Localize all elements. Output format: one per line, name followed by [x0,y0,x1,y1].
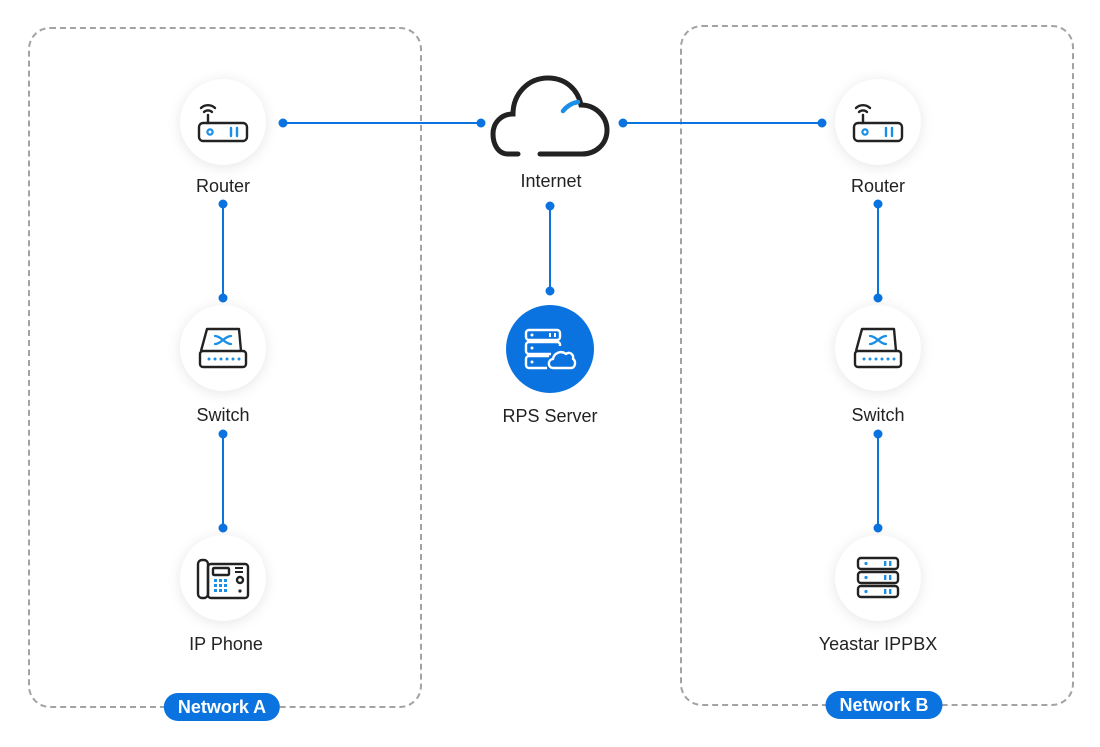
connection-router-a-internet [278,118,486,128]
switch-b-label: Switch [851,405,905,425]
server-rack-icon [856,556,900,599]
network-a-badge: Network A [163,693,281,721]
rps-server-label: RPS Server [502,406,598,426]
connection-router-a-switch-a [218,199,228,303]
connection-switch-b-ippbx-b [873,429,883,533]
network-b-badge: Network B [825,691,943,719]
switch-icon [198,327,248,369]
switch-b-node[interactable] [835,305,921,391]
ip-phone-a-label: IP Phone [189,634,263,654]
yeastar-ippbx-node[interactable] [835,535,921,621]
ip-phone-a-node[interactable] [180,535,266,621]
cloud-icon [490,75,610,157]
connection-internet-rps [545,201,555,296]
router-a-label: Router [195,176,251,196]
connection-internet-router-b [618,118,827,128]
switch-a-node[interactable] [180,305,266,391]
router-a-node[interactable] [180,79,266,165]
router-icon [197,103,249,143]
router-icon [852,103,904,143]
connection-switch-a-phone-a [218,429,228,533]
connection-router-b-switch-b [873,199,883,303]
server-cloud-icon [524,328,577,370]
rps-server-node[interactable] [506,305,594,393]
router-b-label: Router [850,176,906,196]
yeastar-ippbx-label: Yeastar IPPBX [818,634,938,654]
cloud-signal-arc [560,99,581,114]
switch-icon [853,327,903,369]
internet-node[interactable] [490,70,612,165]
internet-label: Internet [520,171,582,191]
ip-phone-icon [196,558,250,600]
switch-a-label: Switch [196,405,250,425]
router-b-node[interactable] [835,79,921,165]
